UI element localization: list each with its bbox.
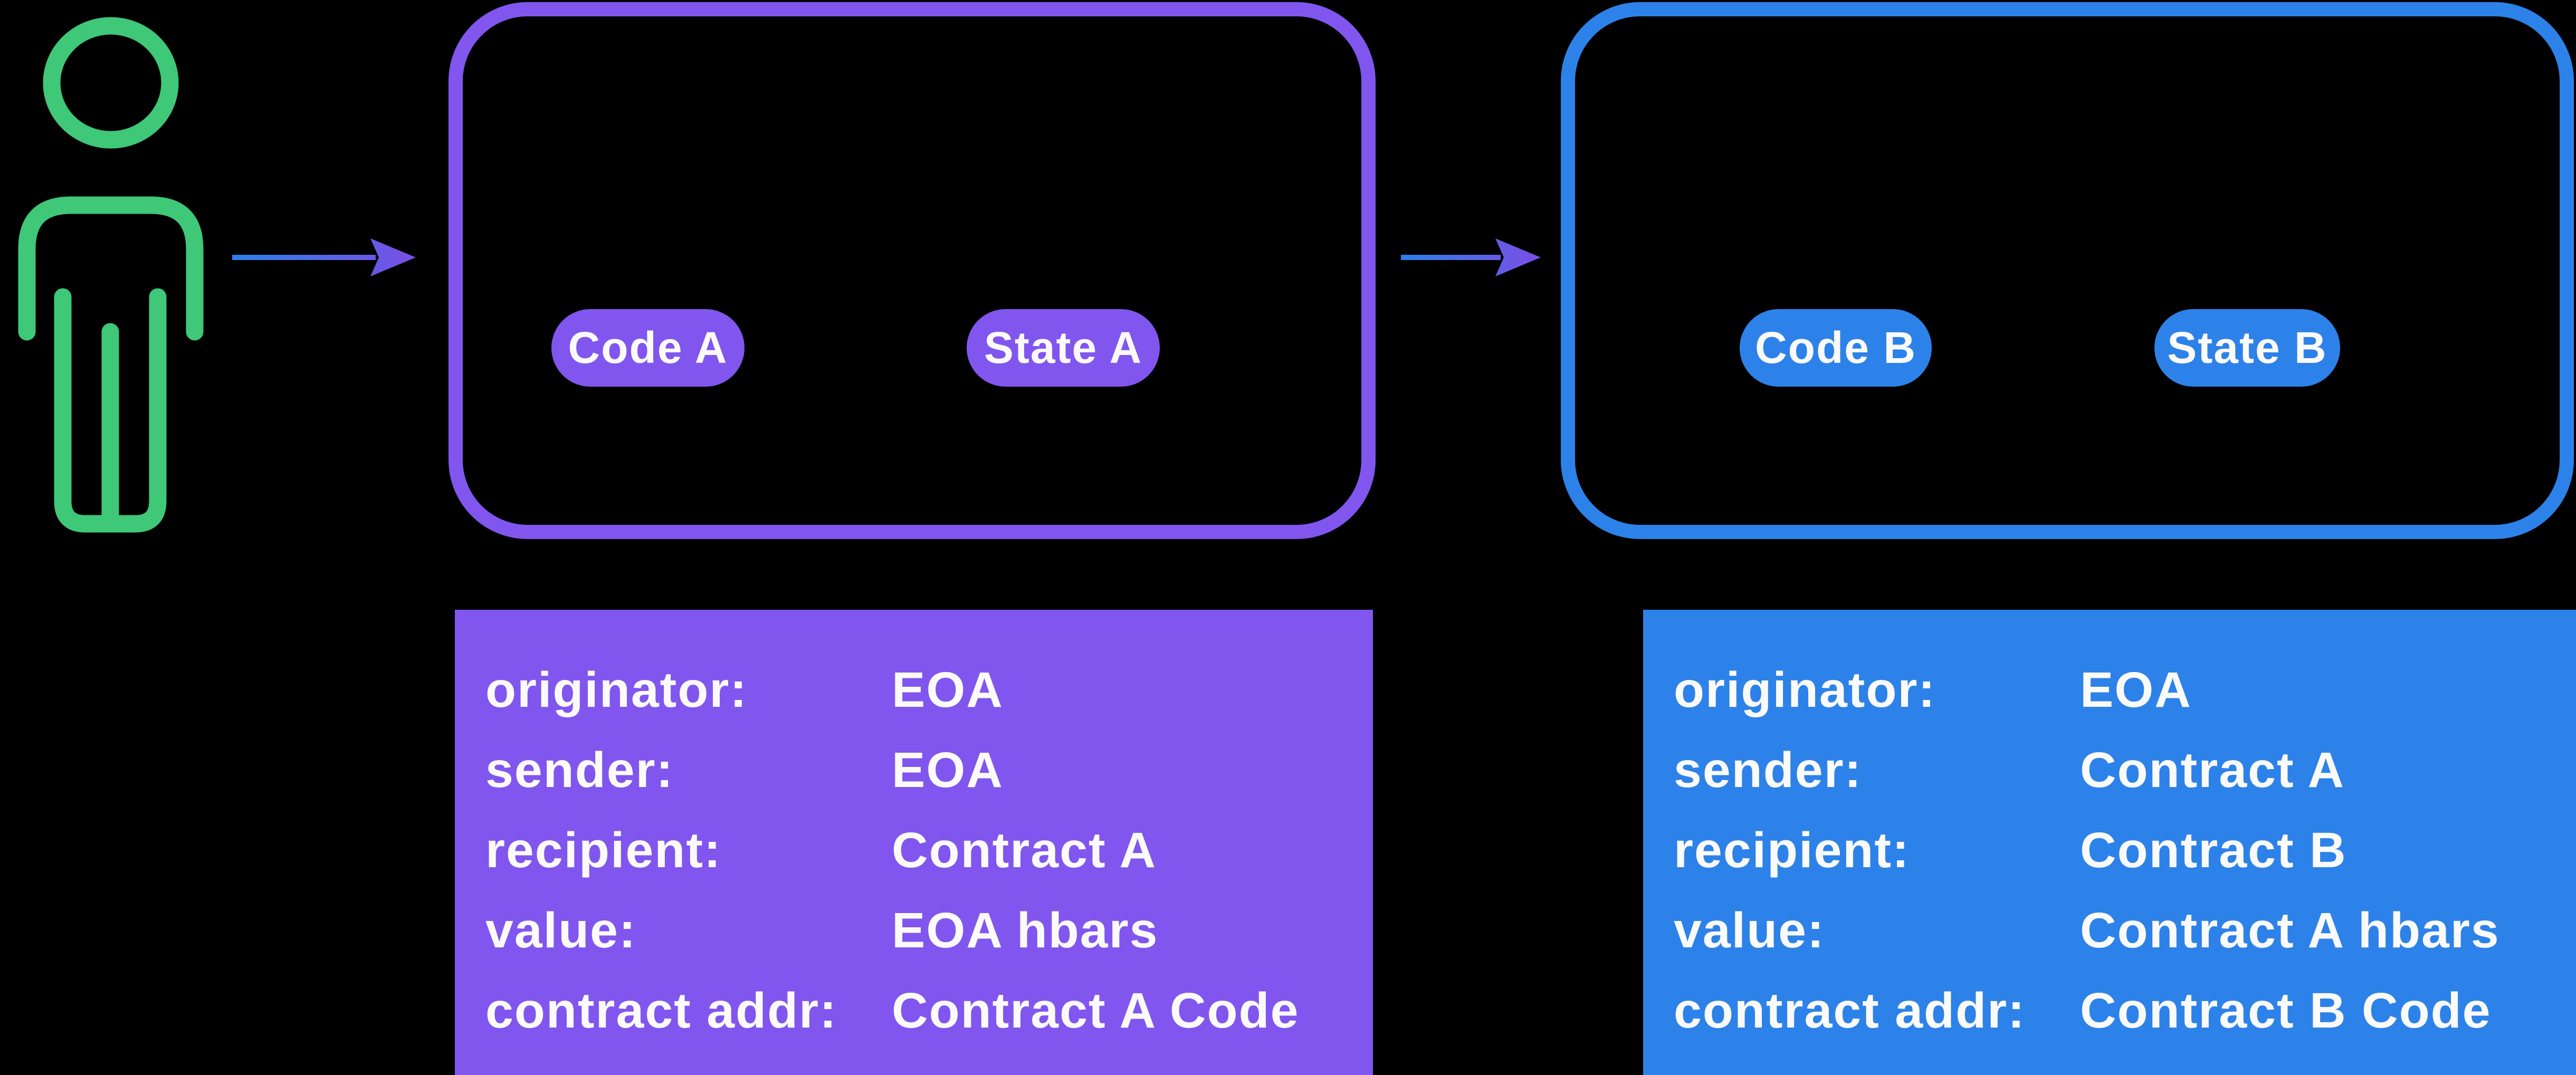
- transaction-b-panel: originator: EOA sender: Contract A recip…: [1643, 610, 2576, 1075]
- panel-row: recipient: Contract B: [1674, 810, 2576, 890]
- panel-row: contract addr: Contract A Code: [485, 971, 1373, 1051]
- panel-row: originator: EOA: [485, 650, 1373, 730]
- code-a-pill: Code A: [551, 309, 745, 387]
- panel-row: value: Contract A hbars: [1674, 890, 2576, 971]
- person-legs-icon: [54, 288, 167, 533]
- arrow-eoa-to-contract-a-icon: [232, 238, 416, 276]
- person-arms-icon: [18, 196, 204, 341]
- person-icon: [18, 17, 204, 533]
- row-label: originator:: [485, 661, 748, 718]
- panel-row: contract addr: Contract B Code: [1674, 971, 2576, 1051]
- row-value: Contract B: [2080, 822, 2347, 878]
- row-value: EOA hbars: [892, 902, 1159, 958]
- row-value: EOA: [2080, 661, 2192, 718]
- code-b-pill: Code B: [1740, 309, 1932, 387]
- row-label: contract addr:: [1674, 982, 2026, 1039]
- person-head-icon: [43, 17, 179, 149]
- code-a-pill-label: Code A: [568, 323, 728, 372]
- row-label: recipient:: [1674, 822, 1910, 878]
- transaction-a-panel: originator: EOA sender: EOA recipient: C…: [455, 610, 1373, 1075]
- panel-row: sender: Contract A: [1674, 730, 2576, 810]
- row-value: Contract A: [2080, 742, 2345, 798]
- state-b-pill: State B: [2154, 309, 2340, 387]
- row-value: EOA: [892, 742, 1004, 798]
- row-value: Contract A Code: [892, 982, 1300, 1039]
- panel-row: originator: EOA: [1674, 650, 2576, 730]
- contract-b-box: [1561, 2, 2574, 539]
- row-value: Contract A hbars: [2080, 902, 2500, 958]
- row-value: Contract A: [892, 822, 1157, 878]
- row-value: EOA: [892, 661, 1004, 718]
- row-label: originator:: [1674, 661, 1936, 718]
- code-b-pill-label: Code B: [1755, 323, 1916, 372]
- contract-a-box: [449, 2, 1376, 539]
- row-label: contract addr:: [485, 982, 837, 1039]
- panel-row: value: EOA hbars: [485, 890, 1373, 971]
- row-label: recipient:: [485, 822, 722, 878]
- row-label: sender:: [1674, 742, 1863, 798]
- arrow-contract-a-to-b-icon: [1401, 238, 1541, 276]
- state-a-pill-label: State A: [984, 323, 1143, 372]
- row-label: value:: [1674, 902, 1825, 958]
- panel-row: sender: EOA: [485, 730, 1373, 810]
- row-label: value:: [485, 902, 637, 958]
- state-a-pill: State A: [967, 309, 1160, 387]
- state-b-pill-label: State B: [2167, 323, 2327, 372]
- panel-row: recipient: Contract A: [485, 810, 1373, 890]
- row-label: sender:: [485, 742, 674, 798]
- row-value: Contract B Code: [2080, 982, 2492, 1039]
